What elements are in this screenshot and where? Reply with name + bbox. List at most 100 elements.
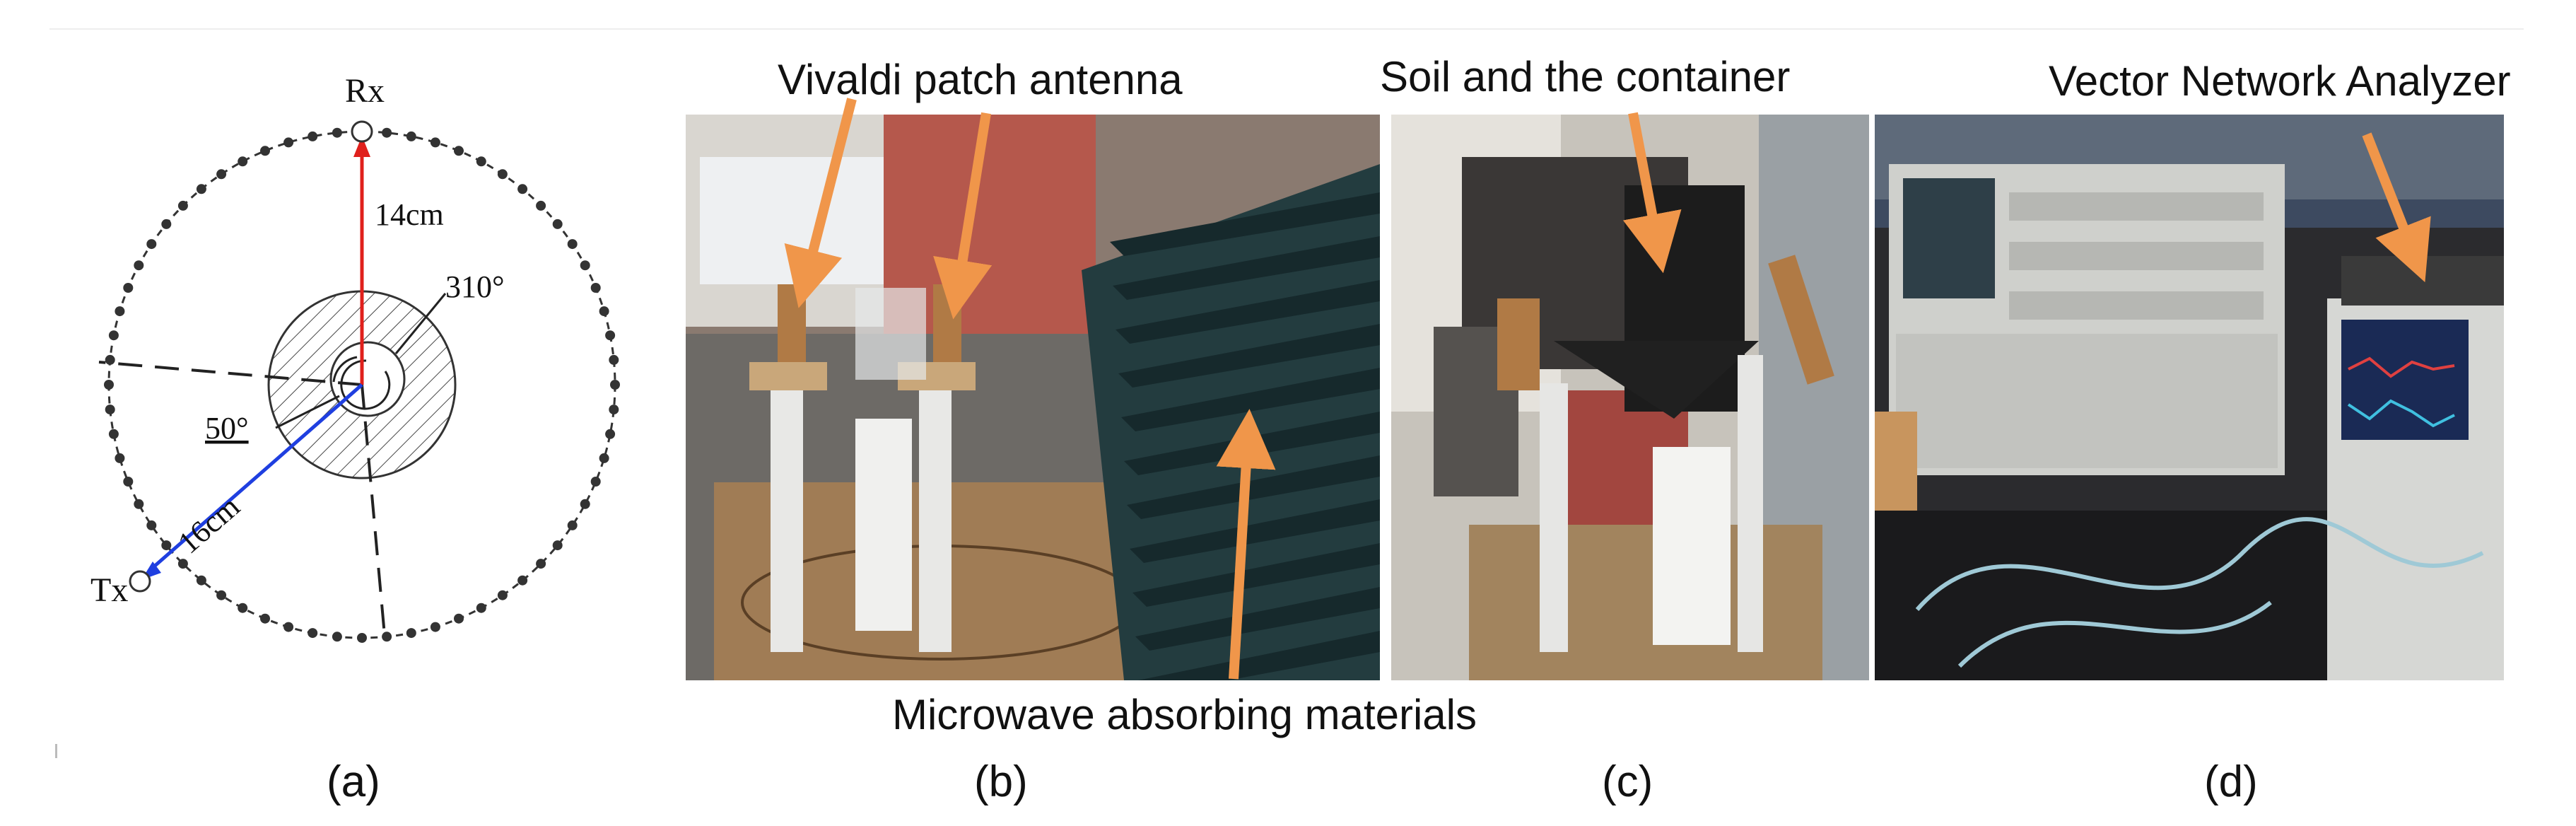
rx-circle (351, 120, 373, 143)
dashed-line-left (98, 361, 363, 386)
arrow-vivaldi-right (933, 112, 993, 320)
boundary-dot (357, 633, 367, 643)
rx-label: Rx (345, 72, 385, 110)
absorber-wedge (1138, 631, 1380, 680)
boundary-dot (599, 453, 609, 463)
angle-310-label: 310° (445, 269, 505, 304)
boundary-dot (260, 146, 270, 156)
photo-d (1875, 115, 2504, 680)
boundary-dot (476, 603, 486, 613)
absorber-wedge (1127, 455, 1380, 519)
rx-arrowhead (353, 136, 370, 157)
boundary-dot (454, 146, 464, 156)
absorber-wedge (1110, 192, 1380, 256)
panel-label-b: (b) (974, 757, 1028, 806)
boundary-dot (134, 260, 144, 271)
arrow-vna (2362, 132, 2431, 283)
boundary-dot (105, 405, 115, 415)
panel-label-c: (c) (1602, 757, 1653, 806)
boundary-dot (599, 306, 609, 317)
boundary-dot (605, 429, 616, 439)
boundary-dot (552, 540, 563, 551)
boundary-dot (238, 156, 248, 167)
tick-mark (55, 744, 57, 758)
boundary-dot (580, 499, 590, 509)
boundary-dot (146, 520, 157, 530)
boundary-dot (590, 283, 601, 293)
boundary-dot (283, 622, 294, 632)
boundary-dot (406, 628, 416, 639)
boundary-dot (123, 283, 134, 293)
boundary-dot (161, 540, 172, 551)
angle-arc-310 (340, 359, 391, 410)
boundary-dot (517, 184, 528, 194)
angle-arc-50 (332, 356, 358, 383)
absorber-wedge (1118, 324, 1380, 388)
caption-vna: Vector Network Analyzer (2049, 57, 2511, 105)
boundary-dot (454, 613, 464, 624)
absorber-wedge (1132, 543, 1380, 607)
tx-line (147, 383, 363, 573)
boundary-dot (497, 169, 508, 180)
boundary-dot (104, 380, 114, 390)
boundary-dot (580, 260, 590, 271)
rx-distance-label: 14cm (375, 197, 444, 232)
tx-label: Tx (90, 571, 128, 609)
tx-circle (129, 570, 151, 593)
boundary-dot (430, 137, 440, 148)
leader-310 (394, 293, 447, 354)
boundary-dot (177, 200, 188, 211)
boundary-dot (567, 520, 578, 530)
boundary-dot (552, 219, 563, 229)
arrow-soil (1622, 112, 1682, 274)
arrow-absorber (1216, 409, 1276, 680)
top-rule (49, 28, 2524, 30)
boundary-dot (308, 131, 318, 141)
boundary-dot (260, 613, 270, 624)
boundary-dot (115, 306, 125, 317)
panel-label-d: (d) (2204, 757, 2258, 806)
leader-50 (275, 395, 340, 429)
caption-soil: Soil and the container (1380, 53, 1791, 100)
boundary-dot (382, 127, 392, 138)
boundary-dot (177, 559, 188, 569)
boundary-dot (108, 330, 119, 341)
boundary-dot (108, 429, 119, 439)
absorber-wedge (1116, 280, 1380, 344)
caption-vivaldi: Vivaldi patch antenna (778, 56, 1183, 103)
boundary-dot (536, 559, 546, 569)
caption-absorber: Microwave absorbing materials (892, 691, 1477, 738)
boundary-dot (406, 131, 416, 141)
photo-c (1391, 115, 1869, 680)
arrow-vivaldi-left (784, 98, 857, 308)
boundary-dot (238, 603, 248, 613)
boundary-dot (536, 200, 546, 211)
dashed-line-bottom (361, 384, 386, 636)
boundary-dot (517, 575, 528, 586)
boundary-dot (382, 632, 392, 642)
boundary-dot (567, 239, 578, 250)
boundary-dot (196, 184, 206, 194)
boundary-dot (146, 239, 157, 250)
boundary-dot (476, 156, 486, 167)
boundary-dot (196, 575, 206, 586)
panel-label-a: (a) (327, 757, 380, 806)
absorber-wedge (1130, 499, 1380, 563)
boundary-dot (590, 477, 601, 487)
absorber-wedge (1113, 236, 1380, 300)
photo-b (686, 115, 1380, 680)
boundary-dot (308, 628, 318, 639)
absorber-wedge (1135, 587, 1380, 651)
boundary-dot (332, 127, 342, 138)
boundary-dot (605, 330, 616, 341)
boundary-dot (216, 169, 227, 180)
boundary-dots (104, 127, 620, 643)
boundary-dot (430, 622, 440, 632)
absorber-wedge (1121, 368, 1380, 431)
boundary-dot (105, 354, 115, 365)
boundary-dot (115, 453, 125, 463)
boundary-dot (497, 590, 508, 600)
boundary-dot (609, 405, 619, 415)
angle-50-label: 50° (205, 411, 249, 446)
